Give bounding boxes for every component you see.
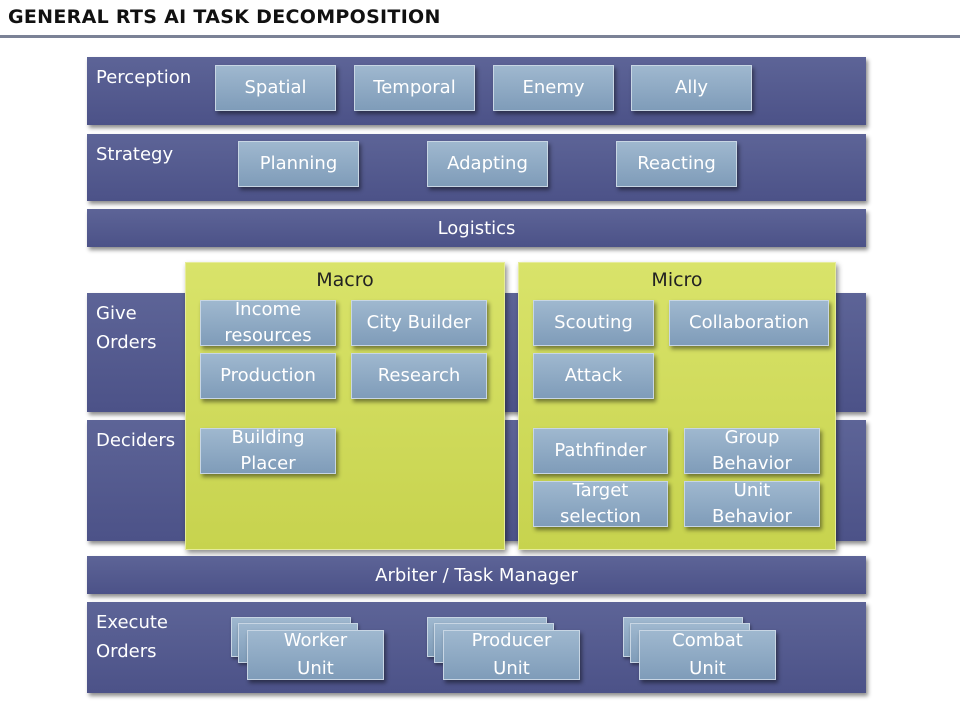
execute-orders-label: Execute Orders [96,612,168,662]
unit-behavior-box: Unit Behavior [684,480,820,527]
enemy-box: Enemy [493,65,614,111]
temporal-box: Temporal [354,65,475,111]
pathfinder-box: Pathfinder [533,428,668,474]
spatial-box: Spatial [215,65,336,111]
logistics-label: Logistics [437,217,516,239]
planning-box: Planning [238,141,359,187]
collaboration-box: Collaboration [669,300,829,346]
title-divider [0,35,960,38]
combat-unit-box: Combat Unit [639,630,776,680]
micro-title: Micro [651,269,703,291]
group-behavior-box: Group Behavior [684,427,820,474]
city-builder-box: City Builder [351,300,487,346]
deciders-label: Deciders [96,430,176,451]
logistics-layer: Logistics [87,209,866,247]
building-placer-box: Building Placer [200,427,336,474]
strategy-label: Strategy [96,144,174,165]
ally-box: Ally [631,65,752,111]
production-box: Production [200,353,336,399]
reacting-box: Reacting [616,141,737,187]
adapting-box: Adapting [427,141,548,187]
scouting-box: Scouting [533,300,654,346]
worker-unit-box: Worker Unit [247,630,384,680]
research-box: Research [351,353,487,399]
producer-unit-box: Producer Unit [443,630,580,680]
give-orders-label: Give Orders [96,303,157,353]
macro-title: Macro [316,269,374,291]
income-resources-box: Income resources [200,299,336,346]
attack-box: Attack [533,353,654,399]
arbiter-layer: Arbiter / Task Manager [87,556,866,594]
page-title: GENERAL RTS AI TASK DECOMPOSITION [8,6,441,28]
target-selection-box: Target selection [533,480,668,527]
arbiter-label: Arbiter / Task Manager [375,564,578,586]
perception-label: Perception [96,67,192,88]
